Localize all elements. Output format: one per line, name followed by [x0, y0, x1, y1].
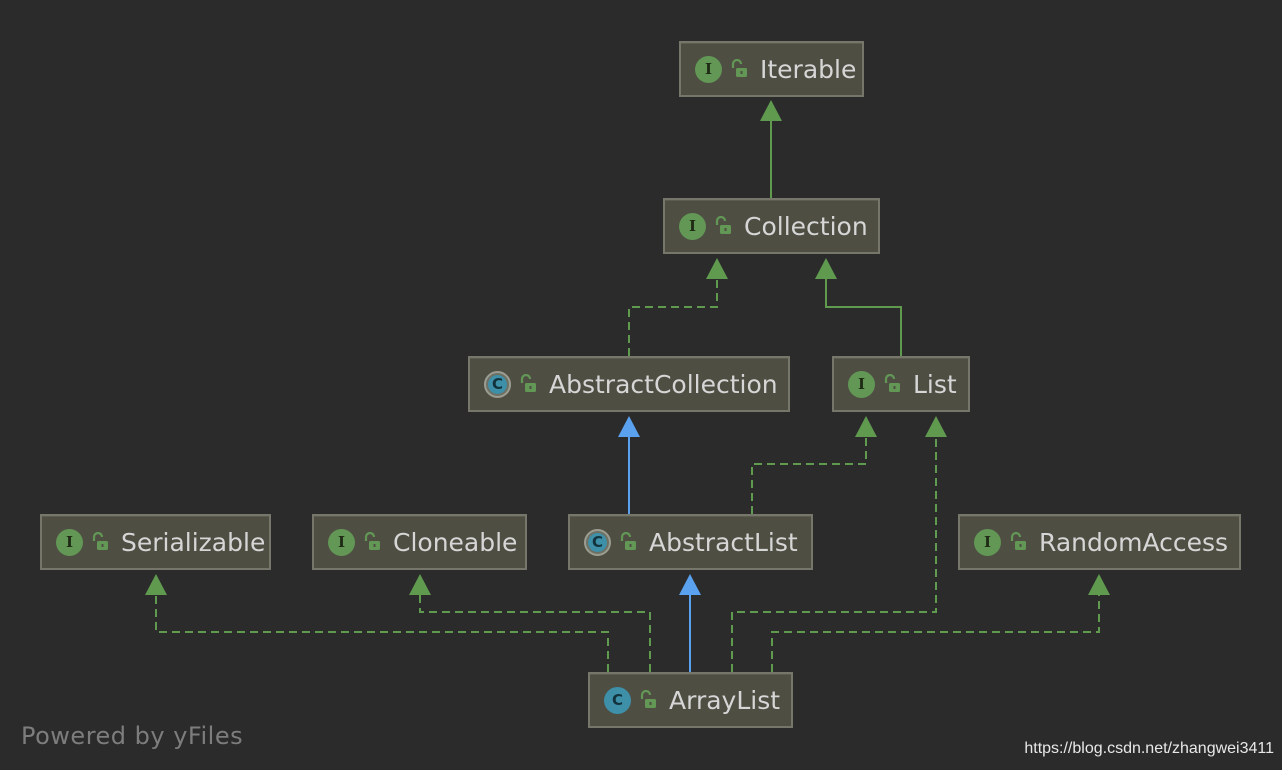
edge-collection-iterable: [760, 100, 782, 198]
unlocked-icon: [640, 690, 656, 708]
unlocked-icon: [731, 59, 747, 77]
edge-abstractlist-abstractcollection: [618, 416, 640, 514]
watermark-url: https://blog.csdn.net/zhangwei3411: [1024, 740, 1274, 757]
edge-arraylist-cloneable: [409, 574, 651, 672]
unlocked-icon: [620, 532, 636, 550]
node-label: Cloneable: [393, 527, 518, 557]
node-collection[interactable]: I Collection: [663, 198, 880, 254]
interface-icon: I: [328, 528, 355, 556]
edge-arraylist-serializable: [145, 574, 609, 672]
node-label: Serializable: [121, 527, 266, 557]
abstract-class-icon: C: [584, 528, 611, 556]
abstract-class-icon: C: [484, 370, 511, 398]
interface-icon: I: [56, 528, 83, 556]
unlocked-icon: [1010, 532, 1026, 550]
node-serializable[interactable]: I Serializable: [40, 514, 271, 570]
unlocked-icon: [715, 216, 731, 234]
node-cloneable[interactable]: I Cloneable: [312, 514, 527, 570]
edge-arraylist-abstractlist: [679, 574, 701, 672]
edge-abstractcollection-collection: [628, 258, 728, 356]
node-label: RandomAccess: [1039, 527, 1229, 557]
node-iterable[interactable]: I Iterable: [679, 41, 864, 97]
node-abstractcollection[interactable]: C AbstractCollection: [468, 356, 790, 412]
edge-list-collection: [815, 258, 902, 356]
powered-by-label: Powered by yFiles: [21, 722, 244, 750]
node-label: Collection: [744, 211, 868, 241]
node-label: Iterable: [760, 54, 857, 84]
node-label: AbstractList: [649, 527, 798, 557]
interface-icon: I: [974, 528, 1001, 556]
edge-arraylist-randomaccess: [771, 574, 1110, 672]
node-label: List: [913, 369, 957, 399]
unlocked-icon: [364, 532, 380, 550]
class-icon: C: [604, 686, 631, 714]
node-abstractlist[interactable]: C AbstractList: [568, 514, 813, 570]
interface-icon: I: [695, 55, 722, 83]
unlocked-icon: [520, 374, 536, 392]
node-randomaccess[interactable]: I RandomAccess: [958, 514, 1241, 570]
node-list[interactable]: I List: [832, 356, 970, 412]
interface-icon: I: [679, 212, 706, 240]
node-arraylist[interactable]: C ArrayList: [588, 672, 793, 728]
unlocked-icon: [884, 374, 900, 392]
edge-arraylist-list: [731, 416, 947, 672]
edge-abstractlist-list: [751, 416, 877, 514]
node-label: AbstractCollection: [549, 369, 778, 399]
unlocked-icon: [92, 532, 108, 550]
interface-icon: I: [848, 370, 875, 398]
node-label: ArrayList: [669, 685, 781, 715]
